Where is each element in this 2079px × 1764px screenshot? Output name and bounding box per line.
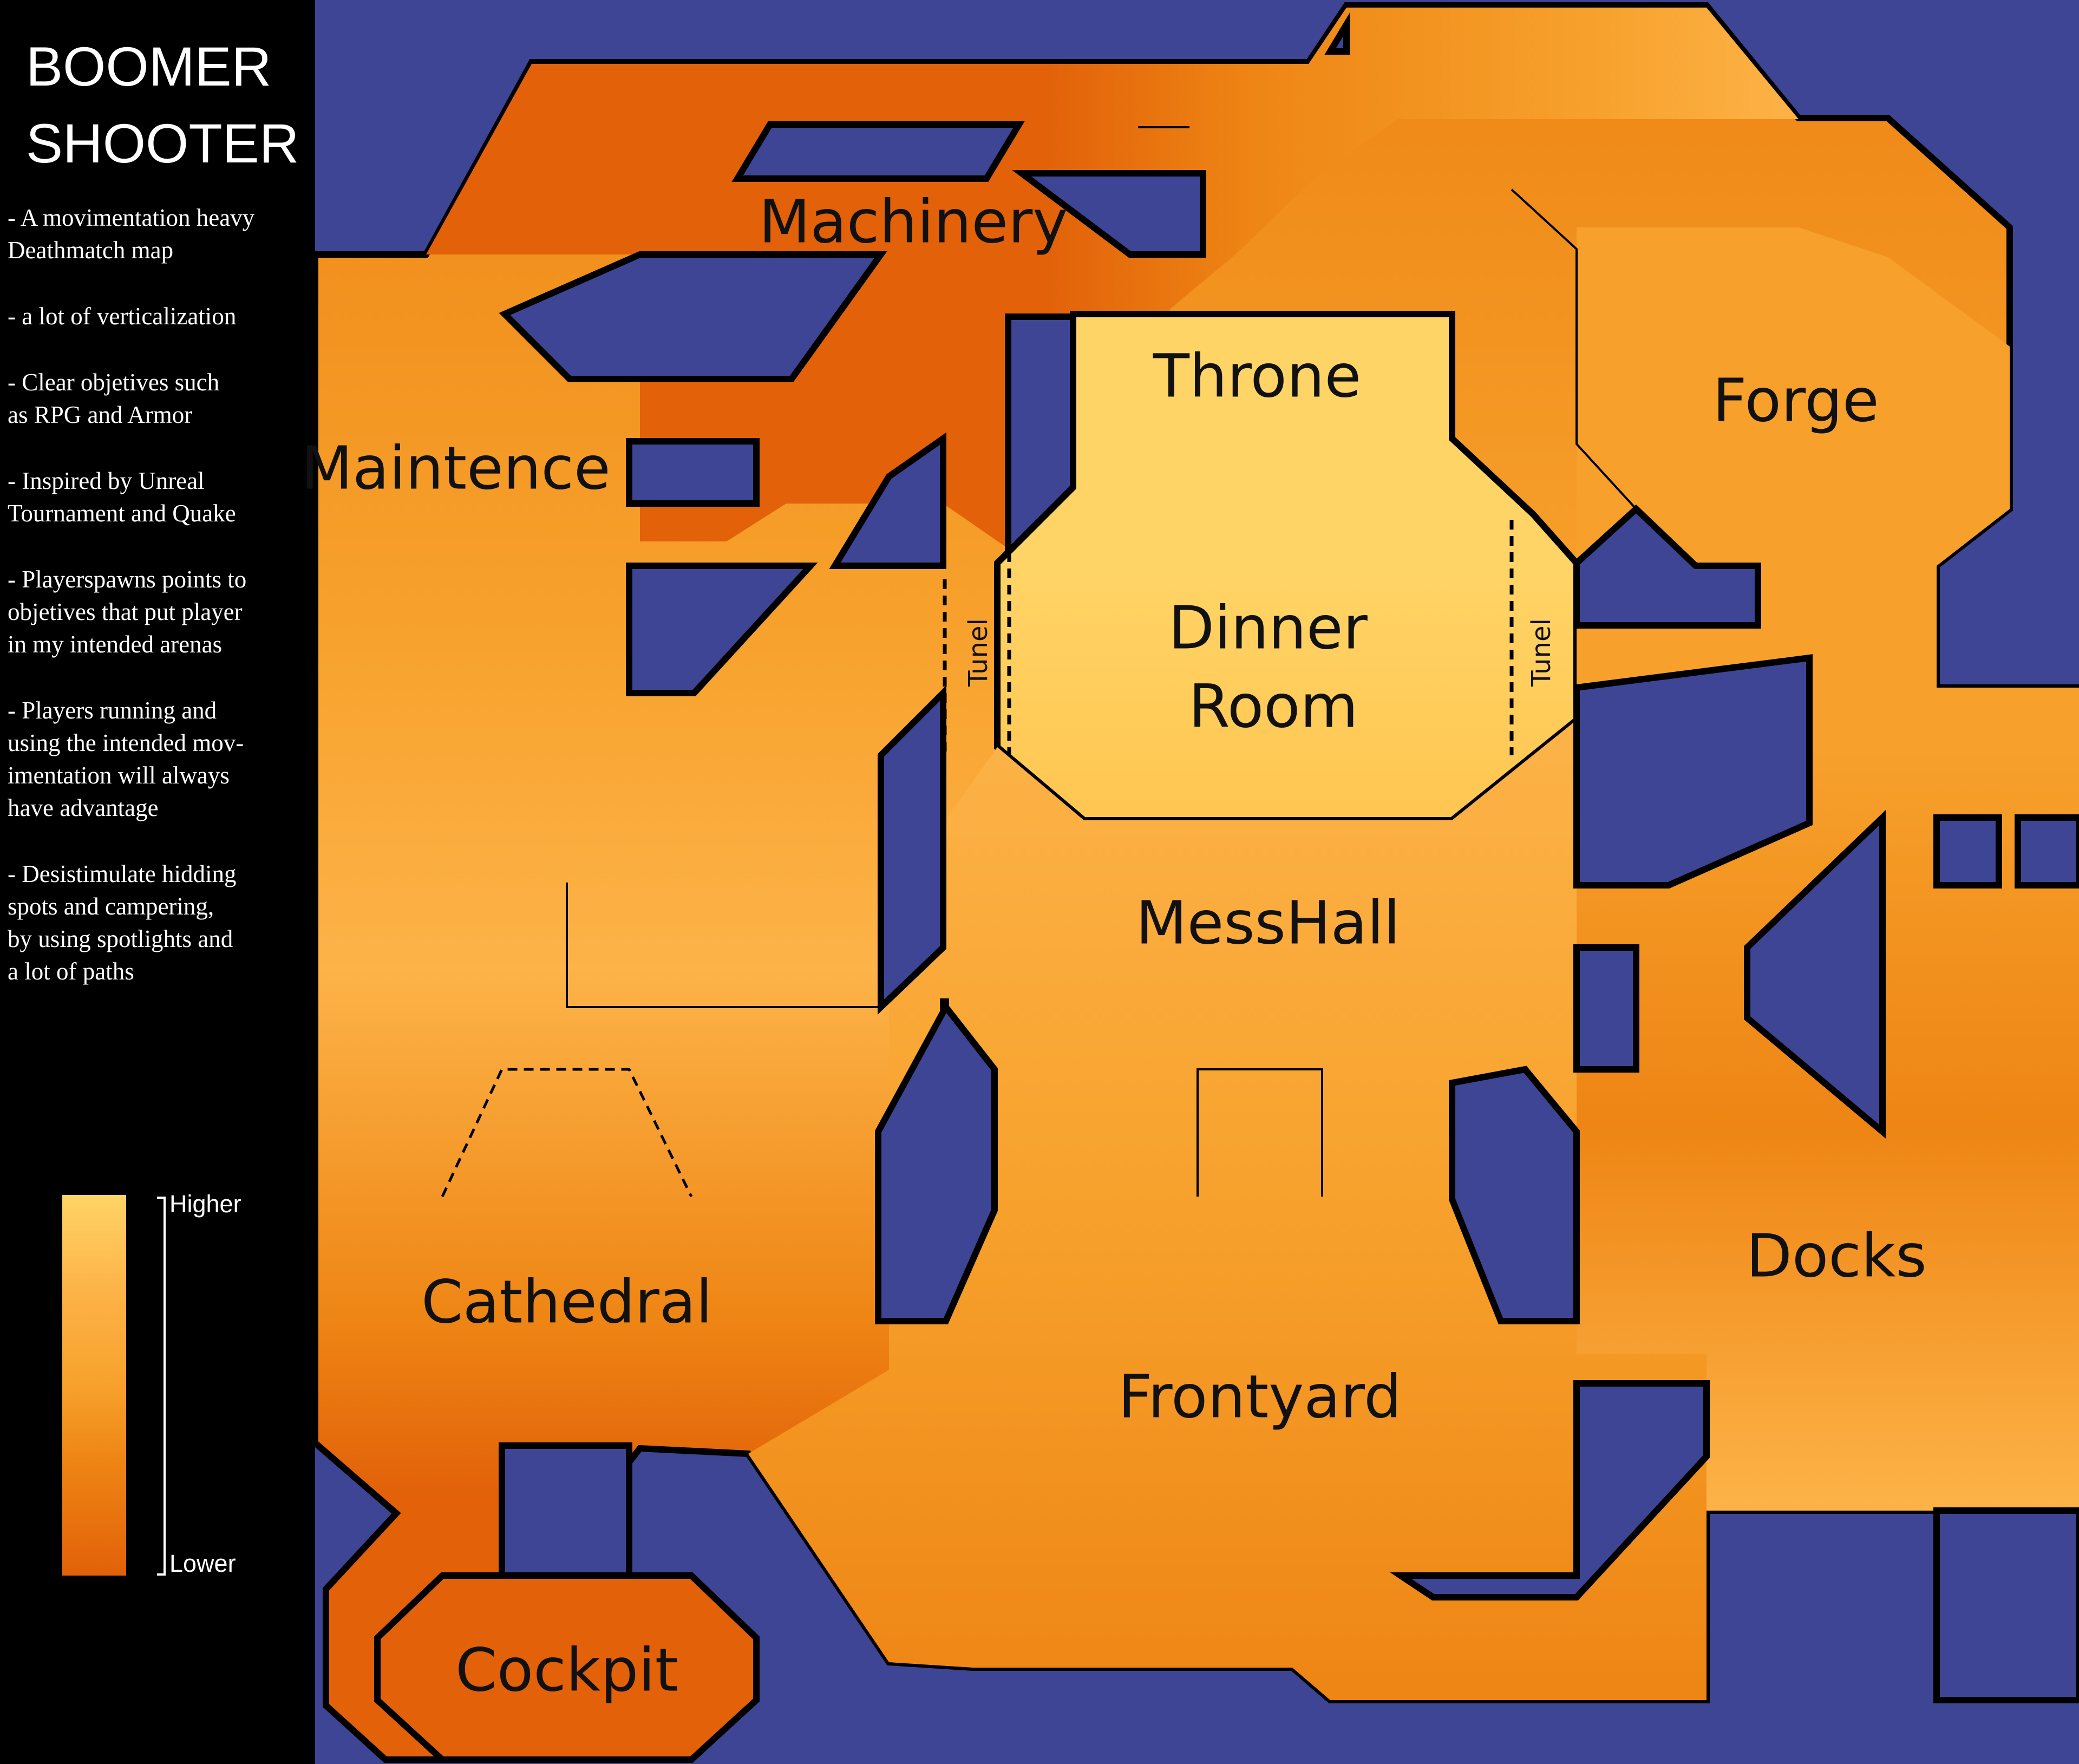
level-map: Machinery Throne Forge Maintence Dinner …	[301, 0, 2079, 1764]
area-label-cathedral: Cathedral	[421, 1267, 712, 1337]
title-line-1: BOOMER	[26, 36, 272, 97]
wall-block	[1933, 814, 2002, 888]
legend-bracket	[157, 1197, 166, 1576]
area-label-cockpit: Cockpit	[455, 1635, 678, 1705]
wall-block	[626, 438, 760, 507]
cathedral-steps	[441, 1068, 693, 1198]
design-notes: - A movimentation heavy Deathmatch map -…	[8, 201, 311, 1021]
note-item: - Inspired by Unreal Tournament and Quak…	[8, 467, 236, 527]
note-item: - Desistimulate hidding spots and camper…	[8, 860, 237, 985]
map-title: BOOMER SHOOTER	[26, 28, 308, 182]
wall-blocks	[499, 12, 2079, 1703]
center-zone	[748, 720, 1707, 1700]
area-label-dinner-room-line1: Dinner	[1168, 593, 1368, 663]
wall-block	[1744, 809, 1886, 1139]
floor-lines	[566, 126, 1637, 1197]
wall-block	[499, 251, 887, 382]
map-drawing	[315, 2, 2079, 1763]
area-label-machinery: Machinery	[759, 187, 1068, 257]
wall-block	[731, 121, 1025, 182]
wall-block	[2015, 814, 2079, 888]
cockpit-zone	[374, 1572, 760, 1763]
elevation-gradient-bar	[62, 1195, 126, 1576]
legend-sidebar: BOOMER SHOOTER - A movimentation heavy D…	[0, 0, 315, 1764]
area-label-frontyard: Frontyard	[1118, 1362, 1402, 1432]
wall-block	[1324, 12, 1350, 55]
wall-block	[829, 432, 946, 569]
wall-block	[875, 1001, 998, 1324]
area-label-maintence: Maintence	[301, 433, 611, 503]
wall-block	[1005, 313, 1076, 560]
legend-higher-label: Higher	[169, 1190, 241, 1218]
wall-block	[1573, 944, 1639, 1073]
wall-block	[1012, 170, 1206, 258]
wall-block	[1449, 1066, 1580, 1324]
area-label-forge: Forge	[1712, 365, 1879, 435]
wall-block	[878, 685, 946, 1015]
wall-block	[626, 563, 818, 696]
title-line-2: SHOOTER	[26, 113, 299, 174]
wall-block	[499, 1442, 632, 1579]
note-item: - a lot of verticalization	[8, 303, 237, 330]
wall-block	[1573, 654, 1813, 888]
wall-block	[1933, 1507, 2079, 1703]
area-label-docks: Docks	[1746, 1221, 1927, 1291]
tunnel-label-left: Tunel	[963, 618, 993, 687]
note-item: - A movimentation heavy Deathmatch map	[8, 204, 255, 264]
legend-lower-label: Lower	[169, 1550, 236, 1577]
wall-block	[1390, 1380, 1710, 1600]
note-item: - Playerspawns points to objetives that …	[8, 566, 247, 658]
area-label-dinner-room-line2: Room	[1188, 671, 1358, 741]
note-item: - Players running and using the intended…	[8, 697, 244, 821]
note-item: - Clear objetives such as RPG and Armor	[8, 369, 220, 428]
tunnel-label-right: Tunel	[1526, 618, 1557, 687]
area-label-messhall: MessHall	[1135, 888, 1401, 958]
area-label-throne: Throne	[1153, 341, 1362, 411]
tunnel-lines	[943, 520, 1514, 755]
